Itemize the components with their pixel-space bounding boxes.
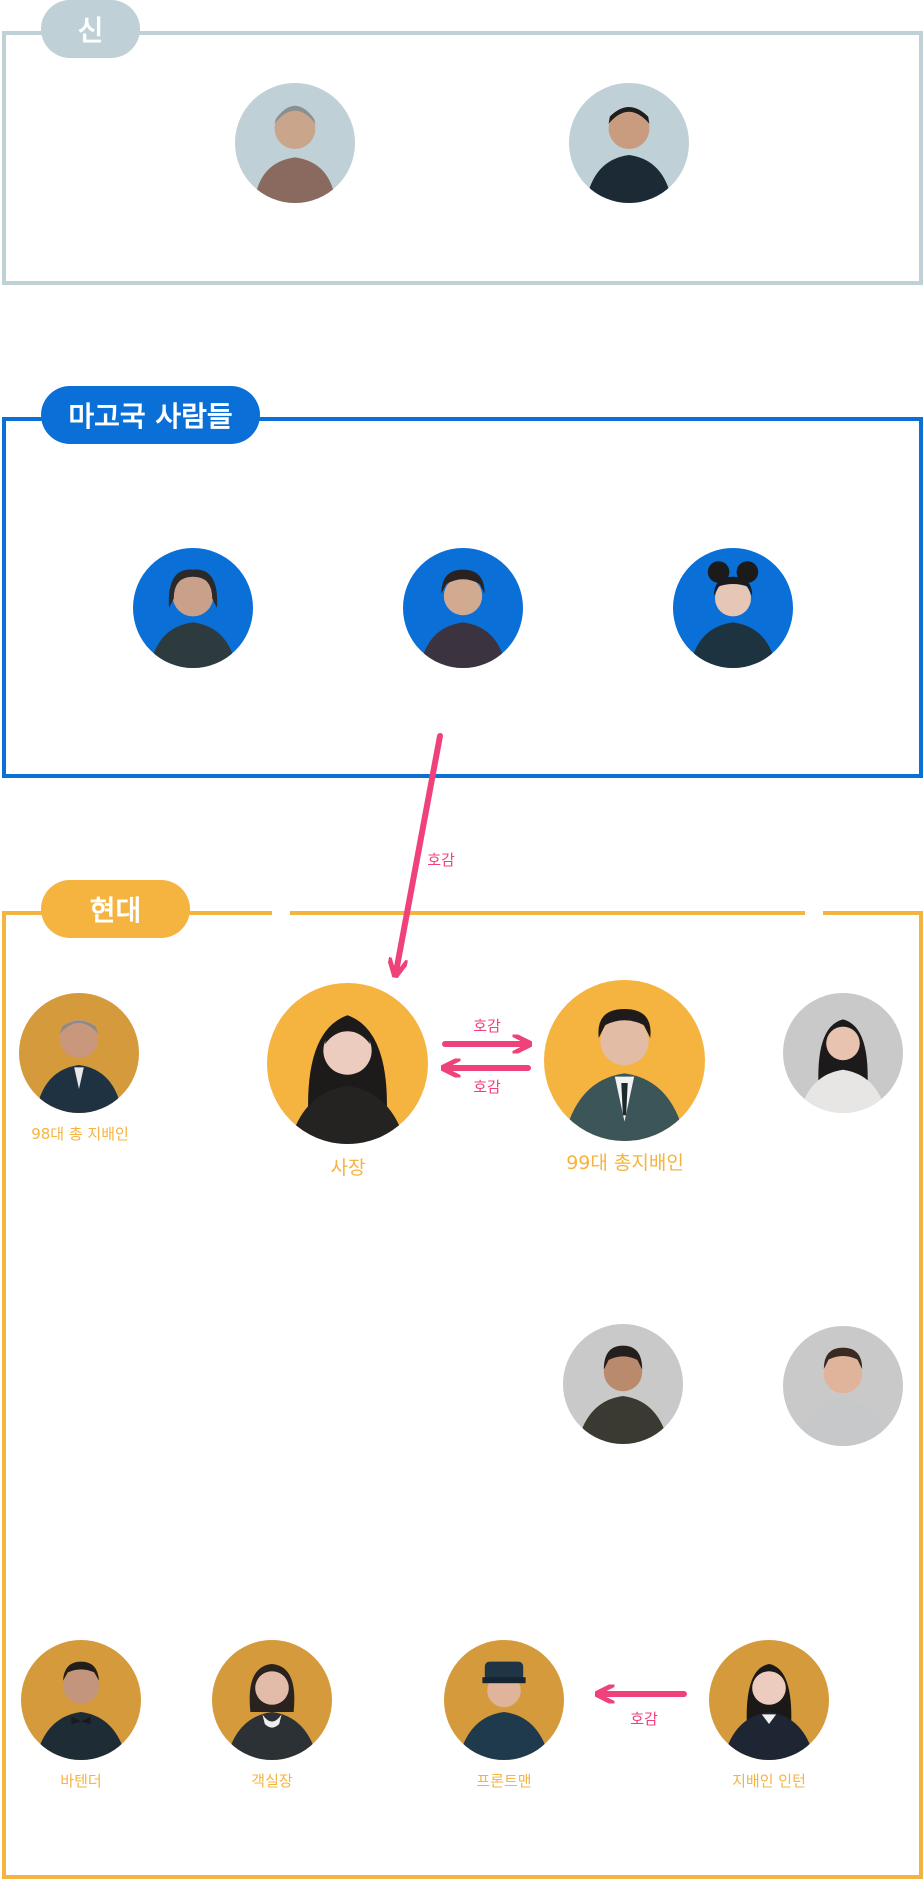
person-icon [35, 1019, 123, 1113]
avatar-bartender[interactable] [21, 1640, 141, 1760]
avatar-intern[interactable] [709, 1640, 829, 1760]
person-icon [723, 1664, 815, 1760]
label-bartender: 바텐더 [60, 1772, 102, 1790]
section-title-modern: 현대 [41, 880, 190, 938]
border-gap [272, 906, 290, 916]
person-icon [458, 1661, 550, 1760]
person-icon [149, 569, 237, 668]
relation-label-intern-frontman: 호감 [630, 1710, 658, 1728]
relation-label-magok-ceo: 호감 [427, 851, 455, 869]
avatar-neutral-3[interactable] [783, 1326, 903, 1446]
section-title-magok: 마고국 사람들 [41, 386, 260, 444]
label-gm99: 99대 총지배인 [566, 1152, 684, 1174]
person-icon [689, 561, 777, 668]
person-icon [797, 1347, 889, 1446]
avatar-frontman[interactable] [444, 1640, 564, 1760]
god-section-box [2, 31, 923, 285]
avatar-magok-3[interactable] [673, 548, 793, 668]
person-icon [226, 1664, 318, 1760]
person-icon [35, 1661, 127, 1760]
relation-label-ceo-gm: 호감 [473, 1017, 501, 1035]
person-icon [254, 105, 336, 203]
avatar-neutral-2[interactable] [563, 1324, 683, 1444]
section-title-god: 신 [41, 0, 140, 58]
person-icon [799, 1019, 887, 1113]
avatar-ceo[interactable] [267, 983, 428, 1144]
avatar-gm99[interactable] [544, 980, 705, 1141]
relation-label-gm-ceo: 호감 [473, 1078, 501, 1096]
person-icon [563, 1008, 686, 1141]
avatar-god-2[interactable] [569, 83, 689, 203]
label-gm98: 98대 총 지배인 [31, 1125, 129, 1143]
person-icon [577, 1345, 669, 1444]
avatar-magok-1[interactable] [133, 548, 253, 668]
label-frontman: 프론트맨 [476, 1772, 532, 1790]
avatar-housekeeper[interactable] [212, 1640, 332, 1760]
label-ceo: 사장 [330, 1157, 366, 1179]
border-gap [805, 906, 823, 916]
person-icon [585, 107, 673, 203]
person-icon [419, 569, 507, 668]
label-housekeeper: 객실장 [251, 1772, 293, 1790]
avatar-neutral-1[interactable] [783, 993, 903, 1113]
avatar-gm98[interactable] [19, 993, 139, 1113]
avatar-magok-2[interactable] [403, 548, 523, 668]
avatar-god-1[interactable] [235, 83, 355, 203]
person-icon [289, 1015, 406, 1144]
label-intern: 지배인 인턴 [732, 1772, 806, 1790]
